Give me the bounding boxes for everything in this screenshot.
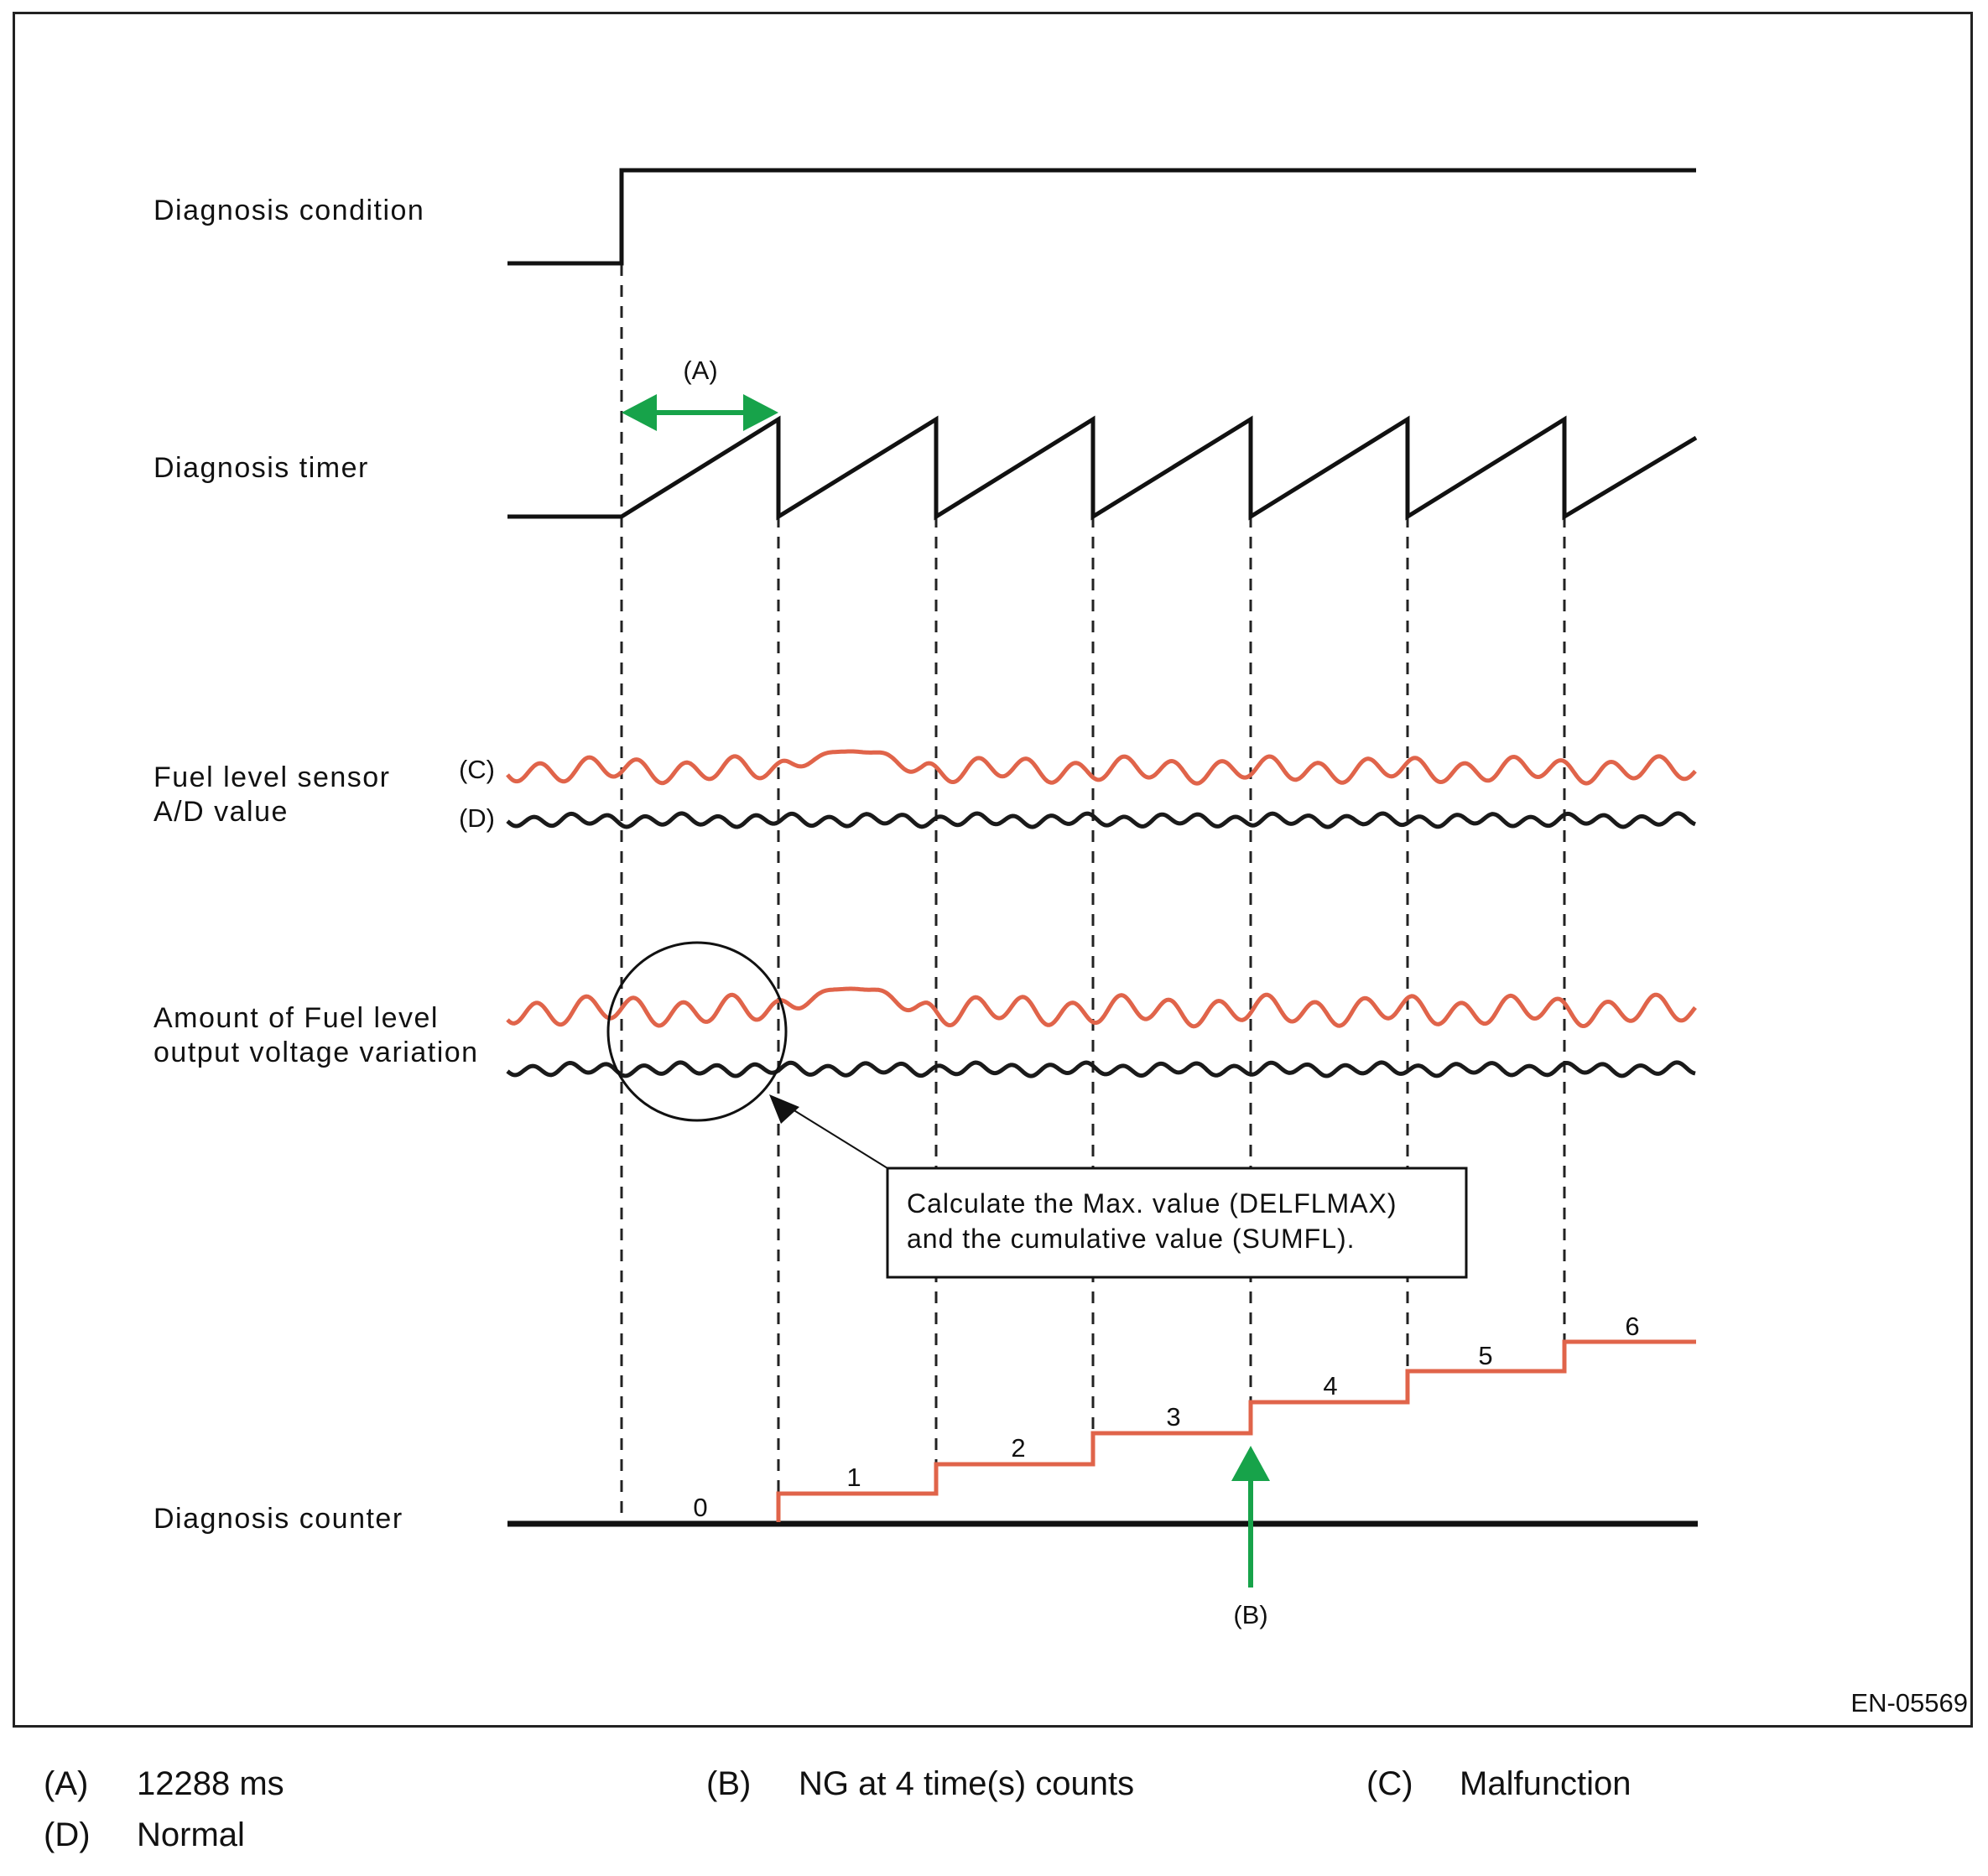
legend-key-b: (B)	[706, 1765, 752, 1802]
label-diagnosis-timer: Diagnosis timer	[154, 452, 369, 484]
diagram-frame	[13, 12, 1973, 1728]
label-fuel-voltage-variation-1: Amount of Fuel level	[154, 1002, 439, 1034]
label-diagnosis-counter: Diagnosis counter	[154, 1503, 403, 1535]
counter-value-6: 6	[1625, 1312, 1639, 1341]
diagnosis-timer-trace	[507, 415, 1698, 521]
legend-text-d: Normal	[137, 1816, 245, 1853]
counter-value-5: 5	[1478, 1341, 1492, 1370]
fuel-sensor-normal-trace	[506, 811, 1696, 829]
callout-box	[886, 1167, 1468, 1279]
label-diagnosis-condition: Diagnosis condition	[154, 195, 424, 226]
counter-value-4: 4	[1323, 1371, 1337, 1401]
marker-d: (D)	[459, 803, 495, 833]
callout-text-line-2: and the cumulative value (SUMFL).	[907, 1224, 1356, 1254]
legend-key-d: (D)	[44, 1816, 91, 1853]
figure-code: EN-05569	[1850, 1688, 1968, 1718]
highlight-circle	[606, 941, 788, 1122]
legend-text-a: 12288 ms	[137, 1765, 284, 1802]
counter-value-1: 1	[846, 1463, 861, 1492]
counter-value-0: 0	[693, 1493, 707, 1522]
interval-a-arrowhead-left	[622, 394, 657, 431]
legend: (A) 12288 ms (B) NG at 4 time(s) counts …	[0, 1765, 1988, 1874]
marker-b-arrowhead	[1231, 1446, 1270, 1481]
legend-text-c: Malfunction	[1460, 1765, 1632, 1802]
label-fuel-level-sensor-2: A/D value	[154, 796, 289, 828]
marker-b: (B)	[1233, 1600, 1267, 1629]
diagnosis-condition-trace	[507, 168, 1696, 266]
counter-value-2: 2	[1011, 1433, 1025, 1463]
label-fuel-voltage-variation-2: output voltage variation	[154, 1037, 479, 1068]
voltage-variation-malfunction-trace	[506, 986, 1697, 1029]
fuel-sensor-malfunction-trace	[506, 749, 1697, 786]
legend-key-a: (A)	[44, 1765, 89, 1802]
interval-a-arrowhead-right	[743, 394, 778, 431]
callout-pointer-arrowhead	[769, 1094, 799, 1124]
marker-a: (A)	[683, 356, 717, 385]
callout-text-line-1: Calculate the Max. value (DELFLMAX)	[907, 1188, 1397, 1219]
voltage-variation-normal-trace	[506, 1060, 1696, 1078]
marker-c: (C)	[459, 755, 495, 784]
callout-pointer-line	[792, 1109, 888, 1169]
counter-value-3: 3	[1166, 1402, 1180, 1432]
label-fuel-level-sensor-1: Fuel level sensor	[154, 761, 391, 793]
legend-key-c: (C)	[1366, 1765, 1413, 1802]
legend-text-b: NG at 4 time(s) counts	[799, 1765, 1135, 1802]
diagnosis-counter-steps	[776, 1339, 1696, 1522]
